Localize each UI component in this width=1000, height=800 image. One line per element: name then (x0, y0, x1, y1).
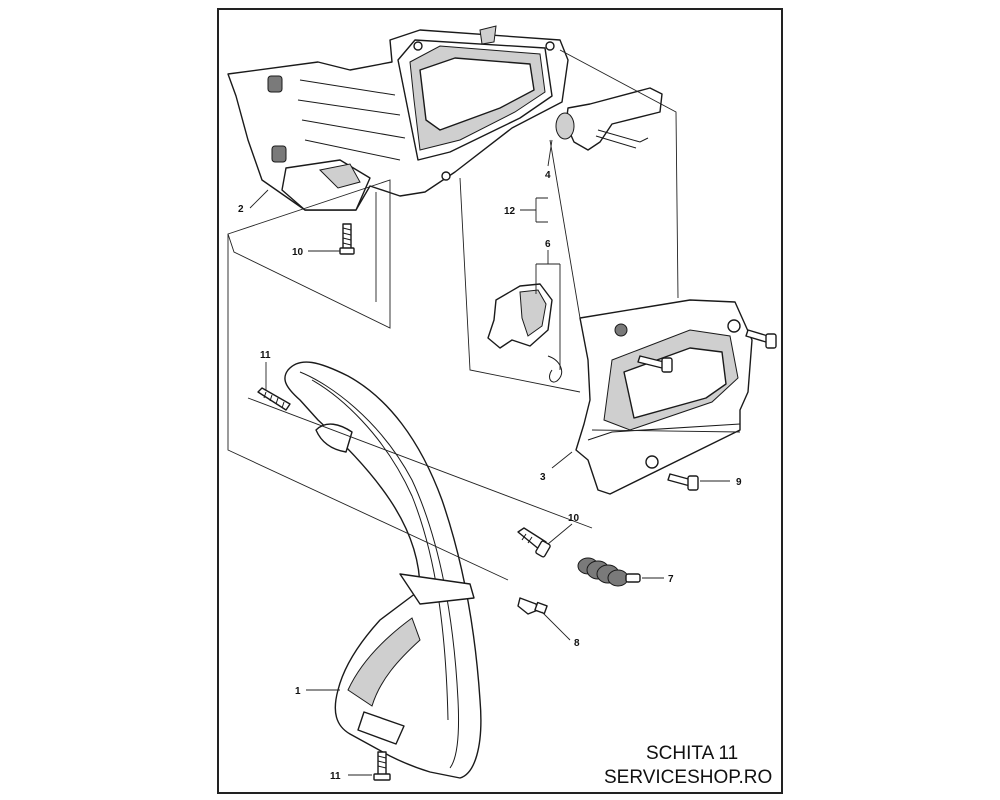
part-8-pin (517, 597, 548, 615)
callout-leaders (249, 139, 730, 776)
diagram-frame (217, 8, 783, 794)
callout-7: 7 (668, 574, 674, 585)
screw-11-bottom (373, 751, 391, 781)
callout-3: 3 (540, 472, 546, 483)
callout-8: 8 (574, 638, 580, 649)
screw-10-middle (517, 527, 551, 558)
part-6-bracket (487, 283, 563, 383)
assembly-guide-lines (227, 49, 741, 581)
part-3-side-cover (575, 299, 753, 495)
sheet-source: SERVICESHOP.RO (604, 767, 772, 788)
screw-9 (667, 473, 699, 491)
callout-4: 4 (545, 170, 551, 181)
screw-11-top (257, 387, 291, 411)
callout-2: 2 (238, 204, 244, 215)
cover-screws (637, 329, 777, 373)
callout-11-bottom: 11 (330, 771, 341, 782)
screw-10-top (339, 223, 355, 255)
part-7-spring (577, 557, 641, 587)
part-1-front-handle (284, 361, 482, 779)
callout-11-top: 11 (260, 350, 271, 361)
sheet-title: SCHITA 11 (646, 743, 738, 764)
callout-6: 6 (545, 239, 551, 250)
callout-12: 12 (504, 206, 516, 217)
callout-10-top: 10 (292, 247, 304, 258)
part-2-handle-housing (227, 25, 569, 211)
callout-10-middle: 10 (568, 513, 580, 524)
callout-9: 9 (736, 477, 742, 488)
callout-1: 1 (295, 686, 301, 697)
part-4-trigger-lever (555, 87, 663, 151)
